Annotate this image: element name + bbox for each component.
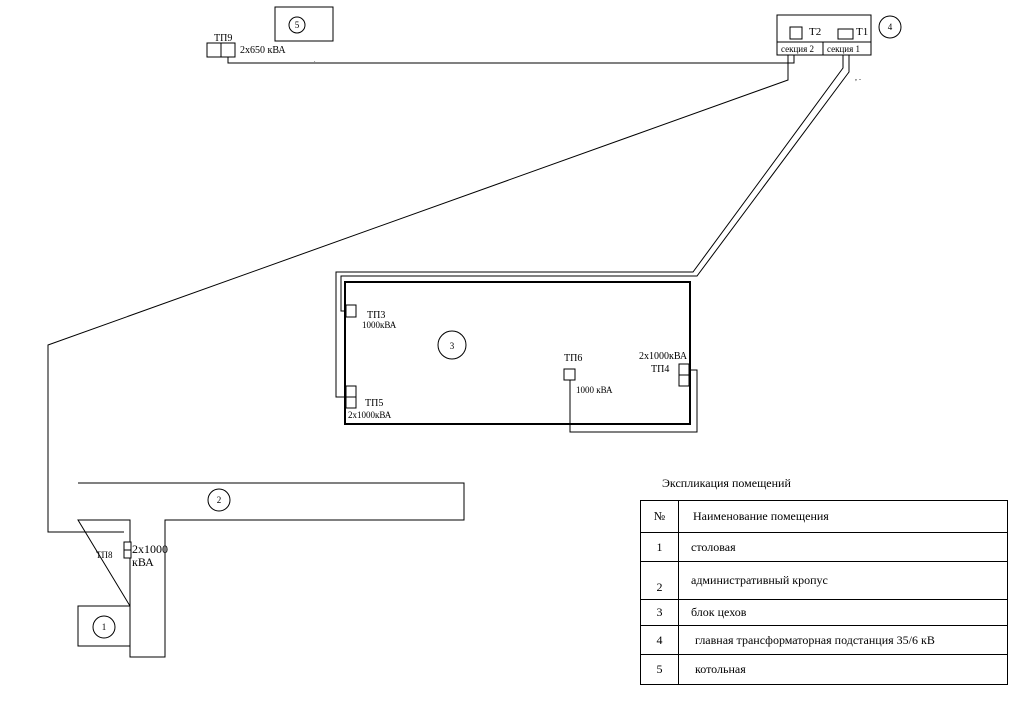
tp4-power: 2х1000кВА bbox=[639, 351, 688, 362]
legend-row-name: административный кропус bbox=[678, 561, 1008, 600]
t2-label: Т2 bbox=[809, 26, 821, 38]
tp5: ТП5 2х1000кВА bbox=[345, 385, 392, 420]
legend-header-name: Наименование помещения bbox=[678, 500, 1008, 533]
building-5: 5 bbox=[274, 6, 334, 42]
tp5-name: ТП5 bbox=[365, 398, 383, 409]
buildings-1-2: 2 1 bbox=[77, 482, 465, 658]
legend-row: 2 административный кропус bbox=[640, 561, 1008, 600]
cable-tp8 bbox=[47, 55, 789, 533]
cable-tp9 bbox=[227, 55, 795, 64]
building-3: 3 bbox=[344, 281, 691, 425]
tp9: ТП9 2х650 кВА bbox=[206, 33, 286, 58]
legend-row-name: столовая bbox=[678, 532, 1008, 562]
legend-row-name: главная трансформаторная подстанция 35/6… bbox=[678, 625, 1008, 655]
legend-header-num: № bbox=[640, 500, 679, 533]
tp9-name: ТП9 bbox=[214, 33, 232, 44]
legend-row-name: котольная bbox=[678, 654, 1008, 685]
legend-title: Экспликация помещений bbox=[662, 476, 791, 490]
tp4: 2х1000кВА ТП4 bbox=[639, 351, 690, 387]
legend-row-num: 5 bbox=[640, 654, 679, 685]
legend-header-row: № Наименование помещения bbox=[640, 500, 1008, 533]
building-2-label: 2 bbox=[217, 495, 222, 505]
tp3-power: 1000кВА bbox=[362, 320, 397, 330]
tp8-power-line2: кВА bbox=[132, 555, 154, 569]
tp9-power: 2х650 кВА bbox=[240, 45, 286, 56]
cable-tp5-outer bbox=[335, 55, 844, 398]
legend-row: 5 котольная bbox=[640, 654, 1008, 685]
building-3-label: 3 bbox=[450, 341, 455, 351]
tp8: ТП8 2х1000 кВА bbox=[96, 541, 168, 569]
cable-tp6-tp4 bbox=[569, 369, 698, 433]
tp8-power-line1: 2х1000 bbox=[132, 542, 168, 556]
legend-row-num: 2 bbox=[640, 561, 679, 600]
tp3: ТП3 1000кВА bbox=[345, 304, 397, 330]
building-5-label: 5 bbox=[295, 20, 300, 30]
legend-row-num: 4 bbox=[640, 625, 679, 655]
legend-row-num: 3 bbox=[640, 599, 679, 626]
tp3-name: ТП3 bbox=[367, 310, 385, 321]
building-4-label: 4 bbox=[888, 22, 893, 32]
tp4-name: ТП4 bbox=[651, 364, 669, 375]
transformer-t2 bbox=[789, 26, 803, 40]
svg-text:, .: , . bbox=[855, 73, 861, 82]
tp5-power: 2х1000кВА bbox=[348, 410, 392, 420]
transformer-t1 bbox=[837, 28, 854, 40]
tp8-name: ТП8 bbox=[96, 550, 113, 560]
legend-row: 3 блок цехов bbox=[640, 599, 1008, 626]
tp6: ТП6 1000 кВА bbox=[563, 353, 613, 395]
svg-text:.: . bbox=[314, 58, 316, 64]
section-1-label: секция 1 bbox=[827, 44, 860, 54]
legend-row-num: 1 bbox=[640, 532, 679, 562]
legend-row: 4 главная трансформаторная подстанция 35… bbox=[640, 625, 1008, 655]
tp6-power: 1000 кВА bbox=[576, 385, 613, 395]
building-1-label: 1 bbox=[102, 622, 107, 632]
tp6-name: ТП6 bbox=[564, 353, 582, 364]
section-2-label: секция 2 bbox=[781, 44, 814, 54]
legend-table: № Наименование помещения 1 столовая 2 ад… bbox=[640, 500, 1008, 685]
legend-row-name: блок цехов bbox=[678, 599, 1008, 626]
t1-label: Т1 bbox=[856, 26, 868, 38]
main-substation: Т2 Т1 секция 2 секция 1 4 bbox=[776, 14, 902, 56]
cable-tp3-inner bbox=[340, 55, 850, 312]
legend-row: 1 столовая bbox=[640, 532, 1008, 562]
